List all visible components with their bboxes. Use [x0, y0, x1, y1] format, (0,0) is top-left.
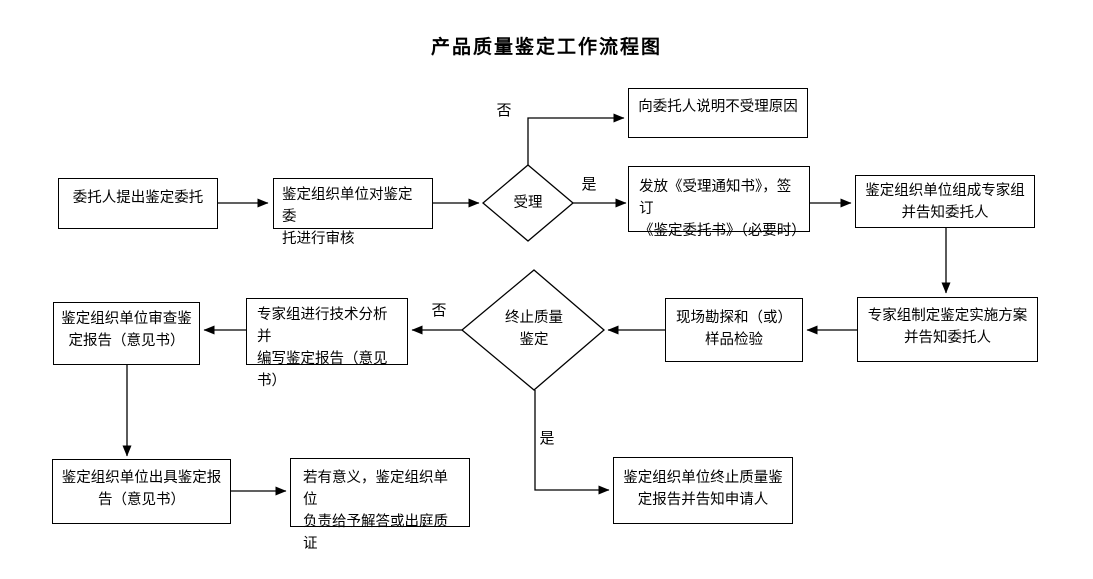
node-review-report: 鉴定组织单位审查鉴 定报告（意见书）: [53, 302, 200, 365]
branch-label-yes-1: 是: [581, 176, 597, 193]
branch-label-no-2: 否: [431, 302, 447, 319]
page-title: 产品质量鉴定工作流程图: [430, 37, 662, 58]
decision-diamond-accept: [481, 164, 575, 242]
node-explain-rejection: 向委托人说明不受理原因: [628, 88, 808, 138]
arrow-terminate-yes: [534, 390, 610, 495]
node-make-plan: 专家组制定鉴定实施方案 并告知委托人: [857, 297, 1038, 362]
node-form-expert-group: 鉴定组织单位组成专家组 并告知委托人: [855, 175, 1035, 228]
branch-label-yes-2: 是: [539, 430, 555, 447]
node-technical-analysis: 专家组进行技术分析并 编写鉴定报告（意见书）: [246, 298, 408, 389]
decision-label-accept: 受理: [513, 195, 543, 211]
node-terminate-report: 鉴定组织单位终止质量鉴 定报告并告知申请人: [613, 457, 793, 524]
decision-label-terminate: 终止质量 鉴定: [505, 310, 563, 348]
arrow-accept-no: [527, 113, 625, 165]
node-court-answer: 若有意义，鉴定组织单位 负责给予解答或出庭质证: [290, 458, 470, 552]
node-client-request: 委托人提出鉴定委托: [58, 178, 218, 229]
node-issue-notice: 发放《受理通知书》，签订 《鉴定委托书》（必要时）: [628, 166, 810, 239]
node-site-inspection: 现场勘探和（或） 样品检验: [665, 298, 803, 362]
decision-diamond-terminate: [460, 269, 605, 391]
branch-label-no-1: 否: [496, 102, 512, 119]
node-issue-report: 鉴定组织单位出具鉴定报 告（意见书）: [52, 459, 231, 524]
node-org-review: 鉴定组织单位对鉴定委 托进行审核: [273, 178, 433, 247]
